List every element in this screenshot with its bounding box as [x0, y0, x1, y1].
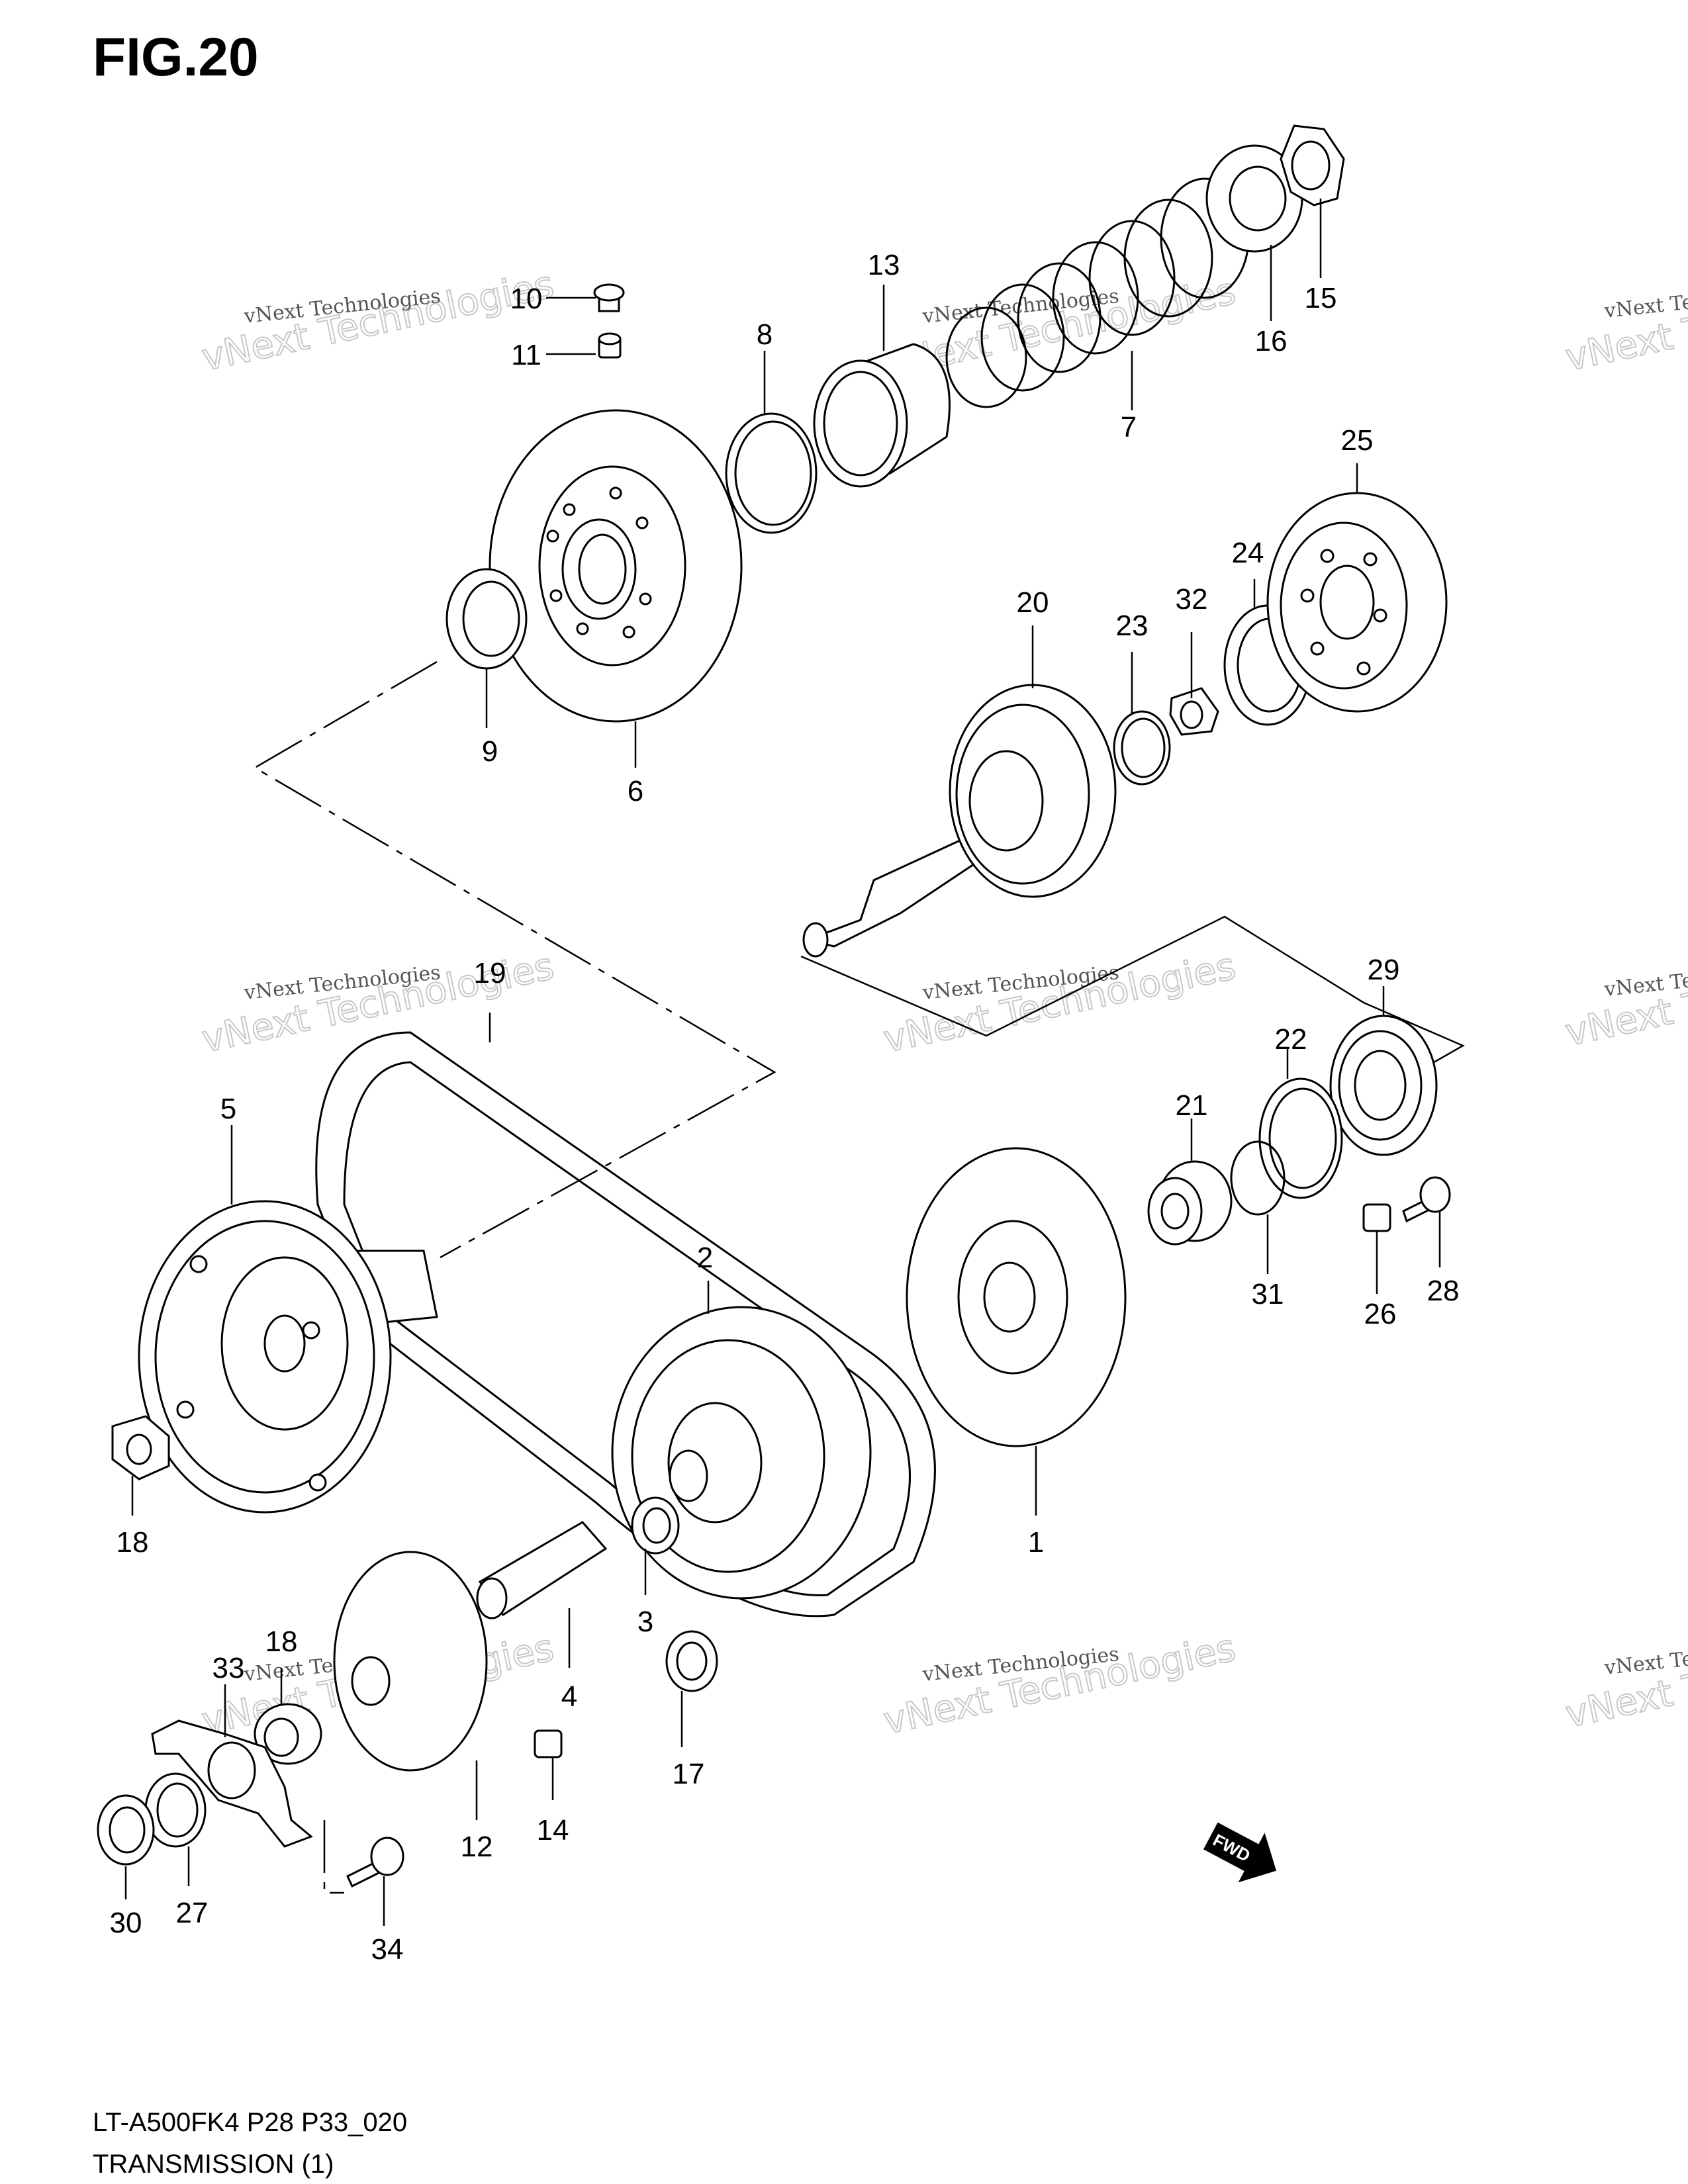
callout-26: 26	[1364, 1298, 1397, 1330]
part-4-sleeve	[476, 1521, 608, 1619]
callout-5: 5	[220, 1093, 236, 1125]
callout-24: 24	[1232, 537, 1264, 569]
part-13-spacer-sleeve	[813, 343, 951, 488]
callout-16: 16	[1255, 325, 1288, 357]
figure-subtitle: TRANSMISSION (1)	[93, 2150, 334, 2179]
callout-19: 19	[474, 957, 506, 989]
bearing-group	[1147, 1015, 1451, 1246]
callout-28: 28	[1427, 1275, 1460, 1307]
part-7-spring	[945, 177, 1250, 408]
part-30-bearing	[97, 1794, 155, 1866]
callout-33: 33	[212, 1652, 245, 1684]
part-29-bearing	[1329, 1015, 1438, 1156]
callout-8: 8	[757, 318, 773, 351]
assembly-line	[253, 660, 776, 1259]
part-25-clutch-shoe-assembly	[1266, 492, 1448, 713]
callout-numbers: 1 2 3 4 5 6 7 8 9 10 11 12 13 14 15 16 1…	[110, 249, 1460, 1966]
callout-4: 4	[561, 1680, 577, 1713]
part-1-driven-face	[906, 1147, 1127, 1447]
part-2-movable-drive-face	[611, 1306, 872, 1600]
part-5-fixed-drive-face	[138, 1200, 438, 1514]
part-31-circlip	[1230, 1140, 1286, 1216]
part-27-oil-seal	[144, 1772, 207, 1848]
part-9-oil-seal	[445, 568, 528, 670]
part-14-slide-guide	[534, 1729, 563, 1758]
part-15-nut	[1280, 124, 1345, 206]
callout-10: 10	[510, 283, 543, 315]
callout-20: 20	[1017, 586, 1049, 619]
callout-11: 11	[511, 339, 541, 371]
watermark-outline: vNext Technologies	[1562, 263, 1688, 380]
callout-32: 32	[1176, 583, 1208, 615]
part-17-needle-bearing	[665, 1630, 718, 1692]
part-28-bolt	[1402, 1176, 1451, 1223]
callout-29: 29	[1368, 954, 1400, 986]
part-10-pin	[593, 283, 625, 312]
callout-27: 27	[176, 1897, 209, 1929]
part-22-retainer	[1258, 1077, 1343, 1199]
callout-22: 22	[1275, 1023, 1307, 1056]
watermarks: vNext Technologies vNext Technologies vN…	[197, 263, 1688, 1744]
lower-assembly	[97, 1031, 1127, 1894]
part-8-o-ring	[725, 412, 818, 534]
callout-14: 14	[537, 1814, 569, 1846]
figure-title: FIG.20	[93, 27, 259, 87]
part-20-clutch-housing-shaft	[802, 684, 1117, 958]
callout-12: 12	[461, 1831, 493, 1863]
part-26-washer	[1362, 1203, 1391, 1232]
callout-18-left: 18	[117, 1526, 149, 1559]
callout-3: 3	[637, 1606, 653, 1638]
leader-lines	[124, 199, 1441, 1926]
callout-7: 7	[1121, 411, 1137, 443]
callout-18-center: 18	[265, 1625, 298, 1658]
callout-21: 21	[1176, 1089, 1208, 1122]
part-18-nut-center	[254, 1703, 322, 1765]
callout-13: 13	[868, 249, 900, 281]
part-18-nut-left	[111, 1415, 170, 1480]
callout-31: 31	[1252, 1278, 1284, 1310]
assembly-line	[800, 915, 1465, 1073]
part-23-circlip	[1113, 710, 1171, 786]
callout-23: 23	[1116, 610, 1149, 642]
callout-30: 30	[110, 1907, 142, 1939]
part-16-washer	[1205, 144, 1303, 253]
upper-assembly	[253, 124, 1345, 1259]
part-32-nut	[1169, 687, 1219, 736]
callout-25: 25	[1341, 424, 1374, 457]
figure-code: LT-A500FK4 P28 P33_020	[93, 2108, 408, 2137]
part-34-bolt	[323, 1820, 404, 1894]
callout-9: 9	[482, 735, 498, 768]
callout-2: 2	[697, 1242, 713, 1274]
callout-15: 15	[1305, 282, 1337, 314]
callout-17: 17	[673, 1758, 705, 1790]
callout-6: 6	[628, 775, 643, 807]
part-12-cam-plate	[333, 1551, 488, 1772]
forward-direction-arrow: FWD	[1203, 1822, 1277, 1883]
callout-34: 34	[371, 1933, 404, 1966]
part-6-sliding-sheave	[489, 409, 743, 723]
part-11-bush	[598, 332, 622, 359]
part-21-bush	[1147, 1160, 1233, 1246]
part-3-bush	[631, 1496, 680, 1555]
watermark-outline: vNext Technologies	[1562, 1620, 1688, 1737]
clutch-assembly	[800, 492, 1465, 1073]
callout-1: 1	[1028, 1526, 1044, 1559]
